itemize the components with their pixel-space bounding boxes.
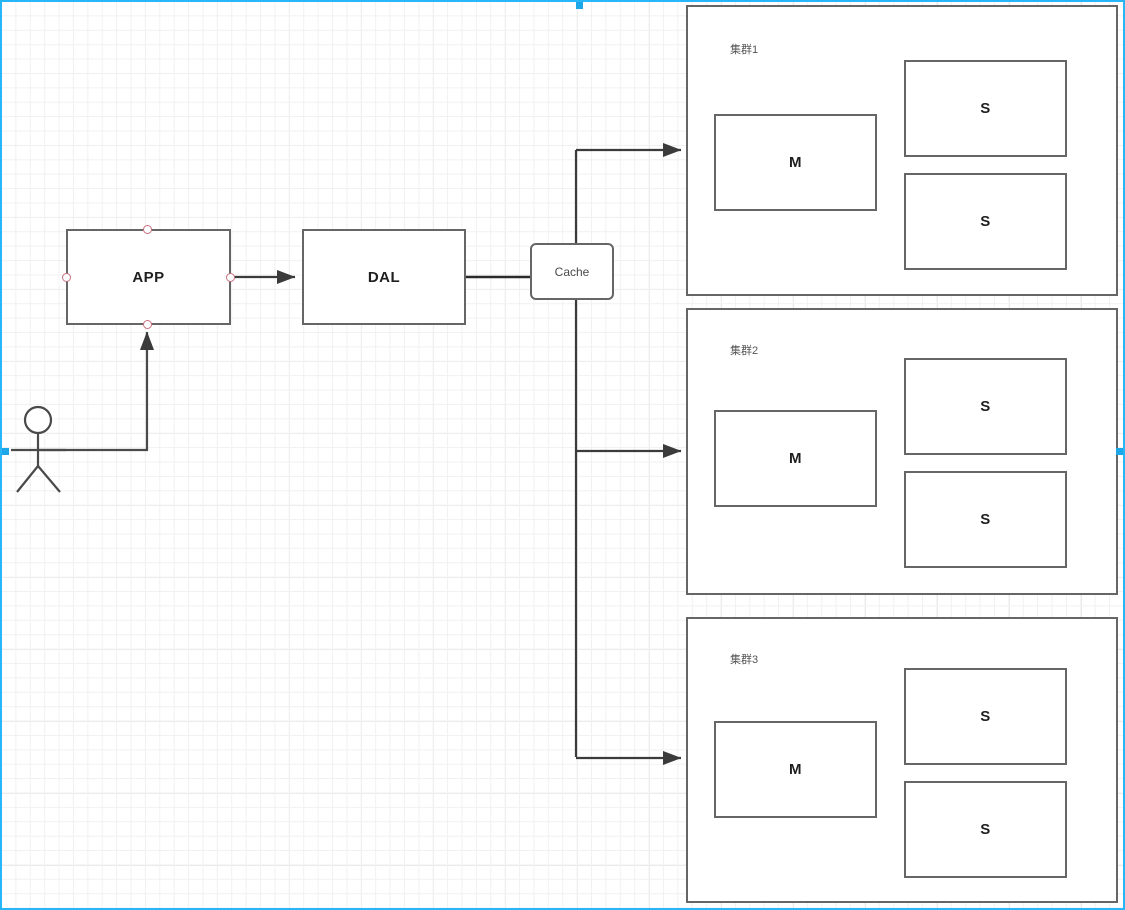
resize-handle-app-top[interactable]	[143, 225, 152, 234]
cluster-1-master[interactable]: M	[714, 114, 877, 211]
cluster-3-slave-1-label: S	[980, 708, 991, 725]
resize-handle-app-right[interactable]	[226, 273, 235, 282]
canvas-selection-handle-top[interactable]	[576, 2, 583, 9]
node-cache-label: Cache	[554, 264, 590, 279]
cluster-2-slave-2-label: S	[980, 511, 991, 528]
node-dal-label: DAL	[367, 268, 401, 286]
cluster-2-master-label: M	[789, 450, 802, 467]
user-actor[interactable]	[11, 405, 66, 493]
cluster-1-slave-2-label: S	[980, 213, 991, 230]
cluster-2-slave-1[interactable]: S	[904, 358, 1067, 455]
node-app-label: APP	[132, 268, 165, 286]
connector-actor-to-app[interactable]	[38, 331, 155, 452]
node-cache[interactable]: Cache	[530, 243, 614, 300]
cluster-3-title: 集群3	[730, 654, 759, 666]
cluster-3-slave-1[interactable]: S	[904, 668, 1067, 765]
cluster-3-slave-2[interactable]: S	[904, 781, 1067, 878]
cluster-3-master-label: M	[789, 761, 802, 778]
cluster-2-slave-1-label: S	[980, 398, 991, 415]
canvas-selection-handle-right[interactable]	[1116, 448, 1123, 455]
canvas-selection-handle-left[interactable]	[2, 448, 9, 455]
cluster-3-master[interactable]: M	[714, 721, 877, 818]
cluster-1-slave-2[interactable]: S	[904, 173, 1067, 270]
cluster-1-slave-1[interactable]: S	[904, 60, 1067, 157]
cluster-2-slave-2[interactable]: S	[904, 471, 1067, 568]
resize-handle-app-bottom[interactable]	[143, 320, 152, 329]
node-dal[interactable]: DAL	[302, 229, 466, 325]
resize-handle-app-left[interactable]	[62, 273, 71, 282]
cluster-2-master[interactable]: M	[714, 410, 877, 507]
cluster-1-title: 集群1	[730, 44, 759, 56]
cluster-3-slave-2-label: S	[980, 821, 991, 838]
cluster-1-master-label: M	[789, 154, 802, 171]
node-app[interactable]: APP	[66, 229, 231, 325]
cluster-2-title: 集群2	[730, 345, 759, 357]
cluster-1-slave-1-label: S	[980, 100, 991, 117]
